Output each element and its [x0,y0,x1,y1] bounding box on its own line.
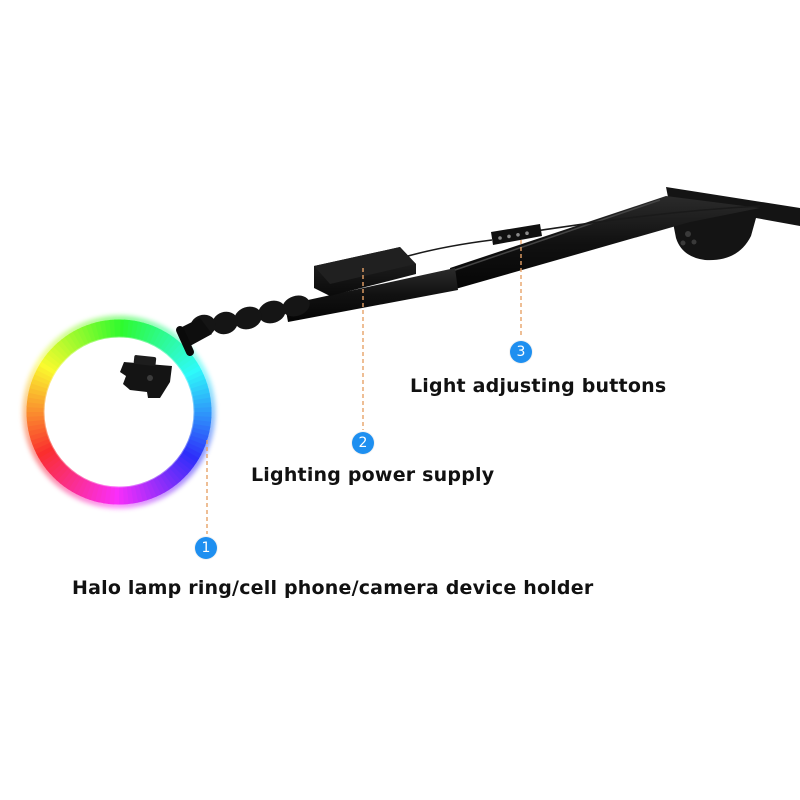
leader-lines [206,240,522,534]
phone-holder-clip [120,355,172,398]
button-pad [491,224,542,245]
callout-2-label: Lighting power supply [251,464,495,486]
power-supply-box [314,247,416,296]
halo-ring [22,315,216,509]
adjust-button-dot [525,231,529,235]
callout-3-badge: 3 [510,341,532,363]
adjust-button-dot [507,234,511,239]
adjust-button-dot [498,236,502,240]
callout-1-label: Halo lamp ring/cell phone/camera device … [72,577,594,599]
callout-2-badge: 2 [352,432,374,454]
adjust-button-dot [516,233,520,237]
boom-arm [176,187,800,356]
callout-3-label: Light adjusting buttons [410,375,667,397]
callout-1-badge: 1 [195,537,217,559]
